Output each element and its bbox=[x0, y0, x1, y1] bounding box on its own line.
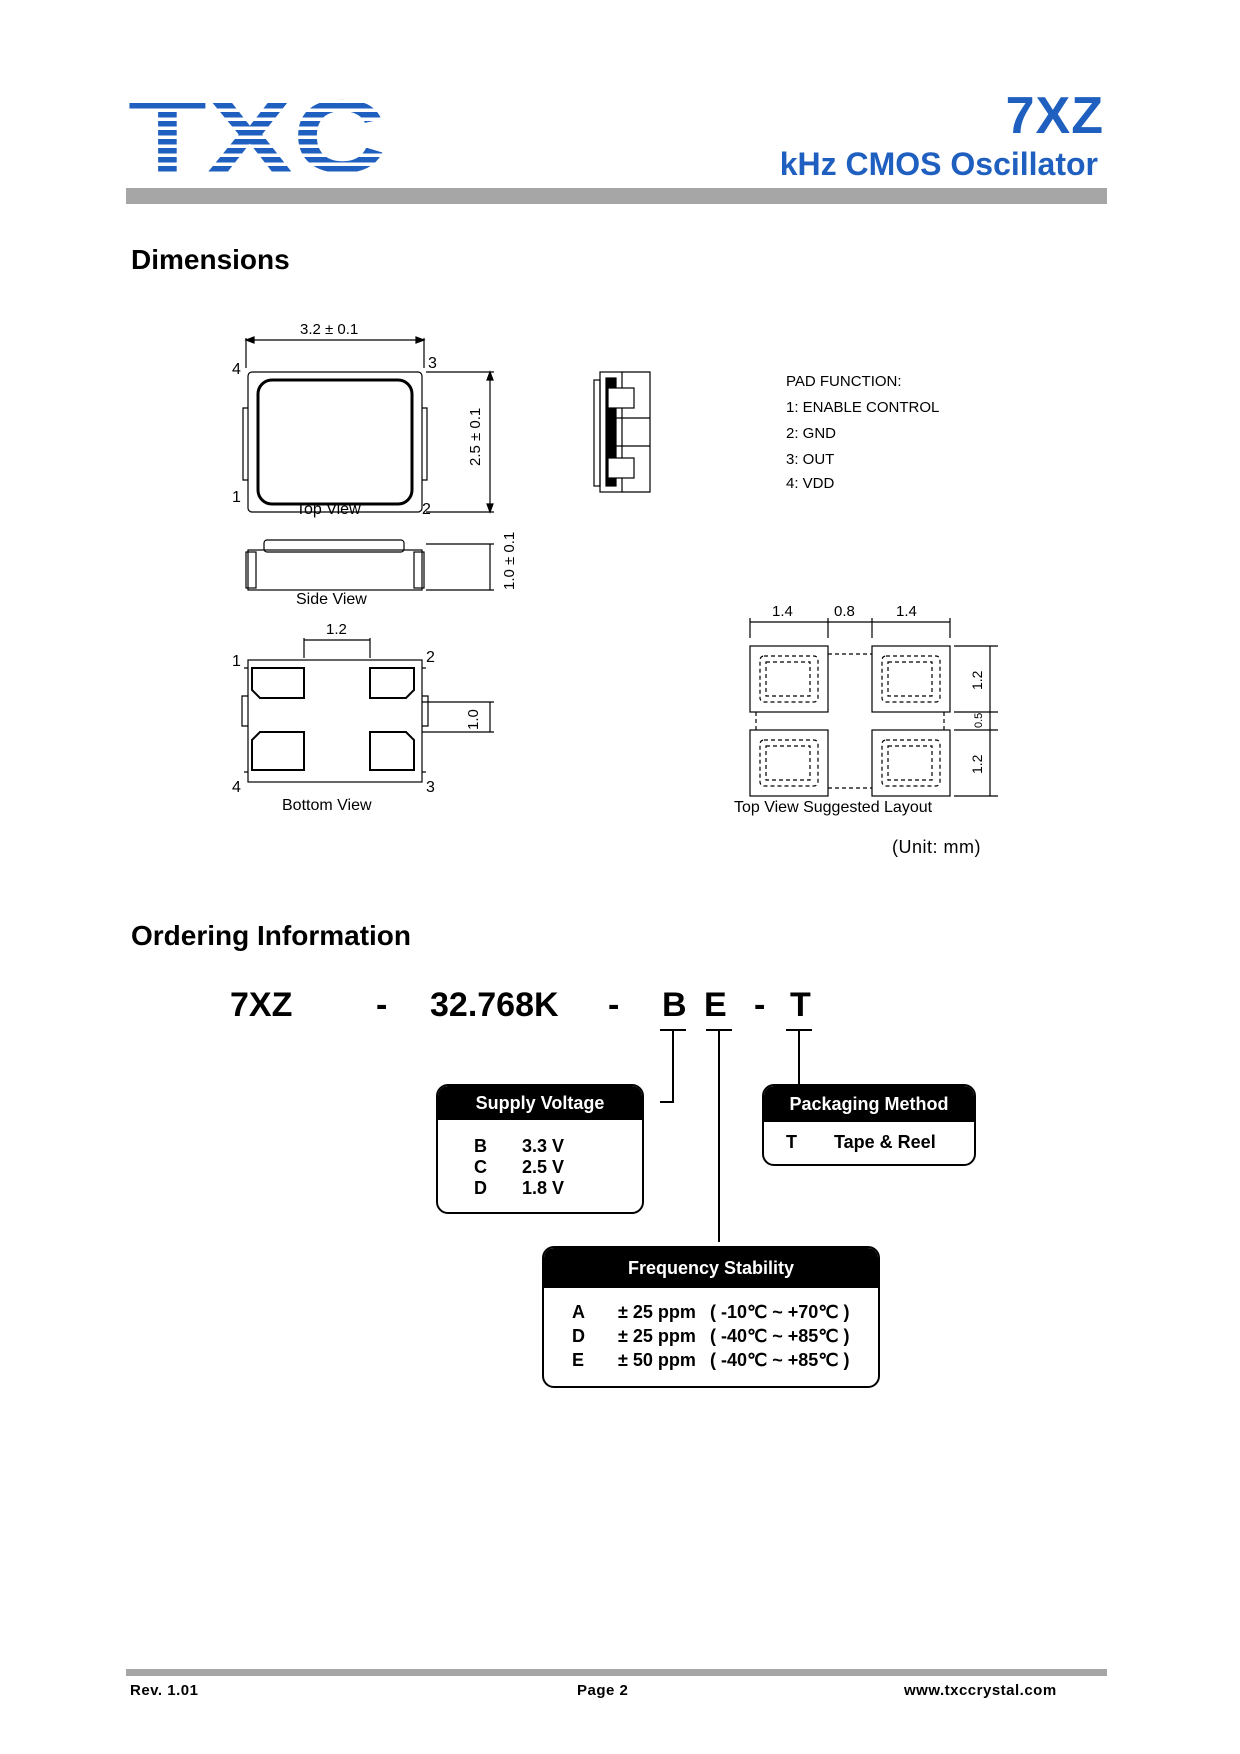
pin-4-bottom: 4 bbox=[232, 779, 241, 796]
pin-1-top: 1 bbox=[232, 489, 241, 506]
side-view-thickness: 1.0 ± 0.1 bbox=[501, 532, 518, 590]
frequency-stability-row: E ± 50 ppm ( -40℃ ~ +85℃ ) bbox=[572, 1350, 850, 1370]
supply-voltage-row: B 3.3 V bbox=[474, 1136, 565, 1156]
supply-voltage-row: C 2.5 V bbox=[474, 1157, 565, 1177]
pin-2-top: 2 bbox=[422, 501, 431, 518]
packaging-method-title: Packaging Method bbox=[764, 1086, 974, 1122]
supply-voltage-box: Supply Voltage B 3.3 V C 2.5 V D 1.8 V bbox=[436, 1084, 644, 1214]
pin-2-bottom: 2 bbox=[426, 649, 435, 666]
layout-height-gap: 0.5 bbox=[973, 713, 985, 728]
side-view bbox=[245, 539, 494, 591]
header-divider bbox=[126, 188, 1107, 204]
layout-width-1: 1.4 bbox=[772, 603, 793, 620]
frequency-stability-row: D ± 25 ppm ( -40℃ ~ +85℃ ) bbox=[572, 1326, 850, 1346]
packaging-method-box: Packaging Method T Tape & Reel bbox=[762, 1084, 976, 1166]
layout-title: Top View Suggested Layout bbox=[734, 799, 933, 816]
footer-divider bbox=[126, 1669, 1107, 1676]
layout-height-2: 1.2 bbox=[969, 754, 985, 774]
layout-height-1: 1.2 bbox=[969, 670, 985, 690]
dimensions-heading: Dimensions bbox=[131, 244, 290, 275]
top-view-width: 3.2 ± 0.1 bbox=[300, 321, 358, 338]
pad-spacing-label: 1.2 bbox=[326, 621, 347, 638]
code-dash-3: - bbox=[754, 986, 766, 1024]
packaging-method-row: T Tape & Reel bbox=[786, 1132, 936, 1152]
footer-page: Page 2 bbox=[577, 1682, 629, 1699]
ordering-code: 7XZ - 32.768K - B E - T bbox=[230, 986, 850, 1034]
code-dash-2: - bbox=[608, 986, 620, 1024]
top-view-label: Top View bbox=[296, 501, 361, 518]
top-view bbox=[242, 336, 494, 514]
code-frequency: 32.768K bbox=[430, 986, 559, 1024]
pin-3-top: 3 bbox=[428, 355, 437, 372]
unit-note: (Unit: mm) bbox=[892, 837, 981, 857]
pad-function-title: PAD FUNCTION: bbox=[786, 373, 902, 390]
ordering-connectors bbox=[660, 1029, 812, 1242]
frequency-stability-row: A ± 25 ppm ( -10℃ ~ +70℃ ) bbox=[572, 1302, 850, 1322]
pad-height-label: 1.0 bbox=[465, 709, 482, 730]
frequency-stability-box: Frequency Stability A ± 25 ppm ( -10℃ ~ … bbox=[542, 1246, 880, 1388]
layout-gap: 0.8 bbox=[834, 603, 855, 620]
top-view-height: 2.5 ± 0.1 bbox=[467, 408, 484, 466]
supply-voltage-row: D 1.8 V bbox=[474, 1178, 565, 1198]
product-subtitle: kHz CMOS Oscillator bbox=[779, 146, 1098, 182]
pin-1-bottom: 1 bbox=[232, 653, 241, 670]
pin-4-top: 4 bbox=[232, 361, 241, 378]
side-view-label: Side View bbox=[296, 591, 367, 608]
pad-function-4: 4: VDD bbox=[786, 475, 835, 492]
supply-voltage-title: Supply Voltage bbox=[438, 1086, 642, 1120]
bottom-view-label: Bottom View bbox=[282, 797, 372, 814]
pad-function-1: 1: ENABLE CONTROL bbox=[786, 399, 939, 416]
code-voltage: B bbox=[662, 986, 687, 1024]
txc-logo: TXC bbox=[128, 94, 388, 176]
footer-revision: Rev. 1.01 bbox=[130, 1682, 199, 1699]
dimension-drawing: 3.2 ± 0.1 2.5 ± 0.1 4 3 1 2 Top View 1.0… bbox=[232, 321, 998, 816]
footer-website[interactable]: www.txccrystal.com bbox=[904, 1682, 1057, 1699]
frequency-stability-title: Frequency Stability bbox=[544, 1248, 878, 1288]
layout-width-2: 1.4 bbox=[896, 603, 917, 620]
code-stability: E bbox=[704, 986, 727, 1024]
code-dash-1: - bbox=[376, 986, 388, 1024]
code-series: 7XZ bbox=[230, 986, 293, 1024]
bottom-view bbox=[241, 638, 494, 783]
code-packaging: T bbox=[790, 986, 811, 1024]
product-code: 7XZ bbox=[1005, 87, 1104, 145]
suggested-layout bbox=[749, 618, 998, 797]
pin-3-bottom: 3 bbox=[426, 779, 435, 796]
side-profile bbox=[593, 371, 651, 493]
ordering-heading: Ordering Information bbox=[131, 920, 411, 951]
pad-function-2: 2: GND bbox=[786, 425, 836, 442]
pad-function-3: 3: OUT bbox=[786, 451, 834, 468]
